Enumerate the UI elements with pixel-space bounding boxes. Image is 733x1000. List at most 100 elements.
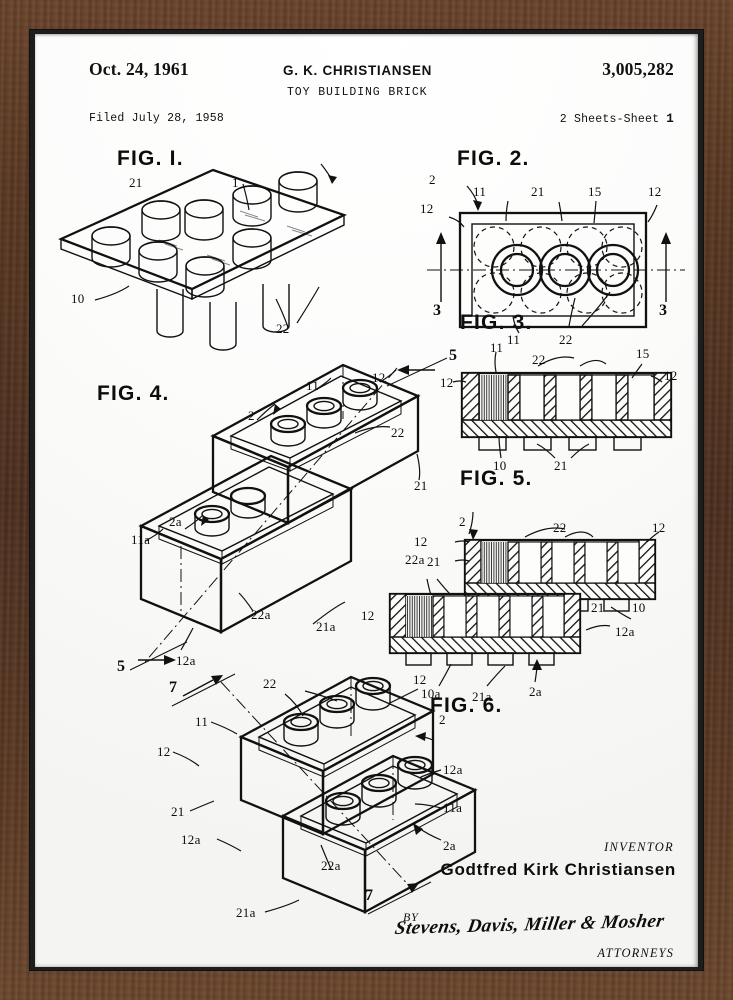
ref-fig2-21: 21 [531, 184, 545, 199]
ref-fig6-11: 11 [195, 714, 209, 729]
fig1-shading [158, 210, 313, 266]
fig1-left-edge [60, 237, 193, 301]
ref-fig4-21: 21 [414, 478, 428, 493]
fig6-upper-brick [238, 675, 436, 836]
ref-fig6-11a: 11a [443, 800, 463, 815]
fig6-lower-tubes [324, 755, 434, 826]
inventor-name: Godtfred Kirk Christiansen [440, 860, 676, 879]
fig2-tubes [490, 243, 640, 297]
fig4-upper-brick [210, 363, 421, 525]
ref-fig5-21a: 21a [472, 689, 492, 704]
ref-fig4-22: 22 [391, 425, 405, 440]
ref-fig1-22: 22 [276, 321, 290, 336]
ref-fig6-12l: 12 [157, 744, 171, 759]
ref-fig2-15: 15 [588, 184, 602, 199]
figure-caption-2: FIG. 2. [457, 147, 530, 170]
figure-caption-5: FIG. 5. [460, 467, 533, 490]
ref-fig5-10: 10 [632, 600, 646, 615]
fig4-lower-brick [138, 454, 354, 634]
patent-number: 3,005,282 [602, 59, 674, 79]
fig2-hidden-studs [473, 226, 643, 314]
ref-fig6-12t: 12 [413, 672, 427, 687]
fig3-tube-sections [507, 374, 655, 421]
ref-fig3-21: 21 [554, 458, 568, 473]
ref-fig2-22: 22 [559, 332, 573, 347]
ref-fig5-12d: 12 [361, 608, 375, 623]
ref-fig3-12r: 12 [664, 368, 678, 383]
ref-fig6-21a: 21a [236, 905, 256, 920]
ref-fig5-12c: 12a [615, 624, 635, 639]
ref-fig6-22a: 22a [321, 858, 341, 873]
ref-fig6-21: 21 [171, 804, 185, 819]
fig6-upper-tubes [282, 676, 392, 747]
fig2-outer-wall [458, 211, 648, 329]
ref-fig2-sec3l: 3 [433, 302, 442, 319]
ref-fig5-22a: 22a [405, 552, 425, 567]
ref-fig3-15: 15 [636, 346, 650, 361]
ref-fig4-sec5b: 5 [117, 658, 126, 675]
ref-fig4-12: 12 [372, 370, 386, 385]
ref-fig4-2: 2 [248, 408, 255, 423]
ref-fig4-21a: 21a [316, 619, 336, 634]
frame-mat: Oct. 24, 1961 G. K. CHRISTIANSEN 3,005,2… [29, 29, 704, 971]
figure-2-drawing [427, 185, 685, 334]
figure-1-drawing [58, 163, 685, 915]
ref-fig3-22: 22 [532, 352, 546, 367]
fig1-right-edge [191, 213, 345, 301]
ref-fig5-10a: 10a [421, 686, 441, 701]
figure-caption-4: FIG. 4. [97, 382, 170, 405]
patent-date: Oct. 24, 1961 [89, 59, 189, 79]
ref-fig1-21: 21 [129, 175, 143, 190]
figure-4-drawing [129, 357, 448, 671]
ref-fig6-sec7b: 7 [365, 887, 374, 904]
ref-fig5-22: 22 [553, 520, 567, 535]
sheet-count-number: 1 [666, 112, 674, 126]
ref-fig3-12l: 12 [440, 375, 454, 390]
fig1-lead-22b [296, 286, 320, 324]
ref-fig4-sec5t: 5 [449, 347, 458, 364]
ref-fig6-12a: 12a [181, 832, 201, 847]
ref-fig2-12r: 12 [648, 184, 662, 199]
fig1-lead-22 [275, 298, 289, 328]
ref-fig4-11a: 11a [131, 532, 151, 547]
fig1-top-face [58, 168, 348, 291]
ref-fig5-12b: 12 [652, 520, 666, 535]
ref-fig5-2a: 2a [529, 684, 542, 699]
fig1-arrow-1 [328, 175, 337, 184]
ref-fig5-21b: 21 [591, 600, 605, 615]
ref-fig6-2: 2 [439, 712, 446, 727]
ref-fig2-11b: 11 [507, 332, 521, 347]
fig6-section-arrows [171, 673, 432, 915]
inventor-label: INVENTOR [604, 840, 674, 854]
ref-fig4-12a: 12a [176, 653, 196, 668]
by-label: BY [403, 910, 419, 924]
ref-fig5-12a: 12 [414, 534, 428, 549]
figure-caption-1: FIG. I. [117, 147, 184, 170]
fig4-upper-tubes [269, 378, 379, 447]
ref-fig6-12b: 12a [443, 762, 463, 777]
fig3-studs [478, 436, 642, 451]
figure-caption-6: FIG. 6. [430, 694, 503, 717]
patent-title: TOY BUILDING BRICK [287, 86, 428, 99]
sheet-count-prefix: 2 Sheets-Sheet [559, 113, 667, 126]
ref-fig6-2a: 2a [443, 838, 456, 853]
fig6-lower-brick [280, 754, 478, 914]
ref-fig5-2: 2 [459, 514, 466, 529]
ref-fig4-2a: 2a [169, 514, 182, 529]
ref-fig3-11: 11 [490, 340, 504, 355]
ref-fig1-10: 10 [71, 291, 85, 306]
patent-sheet: Oct. 24, 1961 G. K. CHRISTIANSEN 3,005,2… [35, 34, 698, 967]
fig2-section-arrows [436, 232, 671, 302]
patent-filed-date: Filed July 28, 1958 [89, 112, 224, 125]
figure-6-drawing [171, 673, 478, 915]
ref-fig2-2: 2 [429, 172, 436, 187]
ref-fig4-22a: 22a [251, 607, 271, 622]
ref-fig4-11: 11 [306, 378, 320, 393]
fig1-body [58, 163, 348, 351]
ref-fig2-sec3r: 3 [659, 302, 668, 319]
fig1-lead-10 [94, 285, 130, 301]
sheet-count: 2 Sheets-Sheet 1 [560, 112, 674, 126]
fig1-studs [91, 171, 318, 298]
fig4-lower-tubes [193, 486, 267, 537]
